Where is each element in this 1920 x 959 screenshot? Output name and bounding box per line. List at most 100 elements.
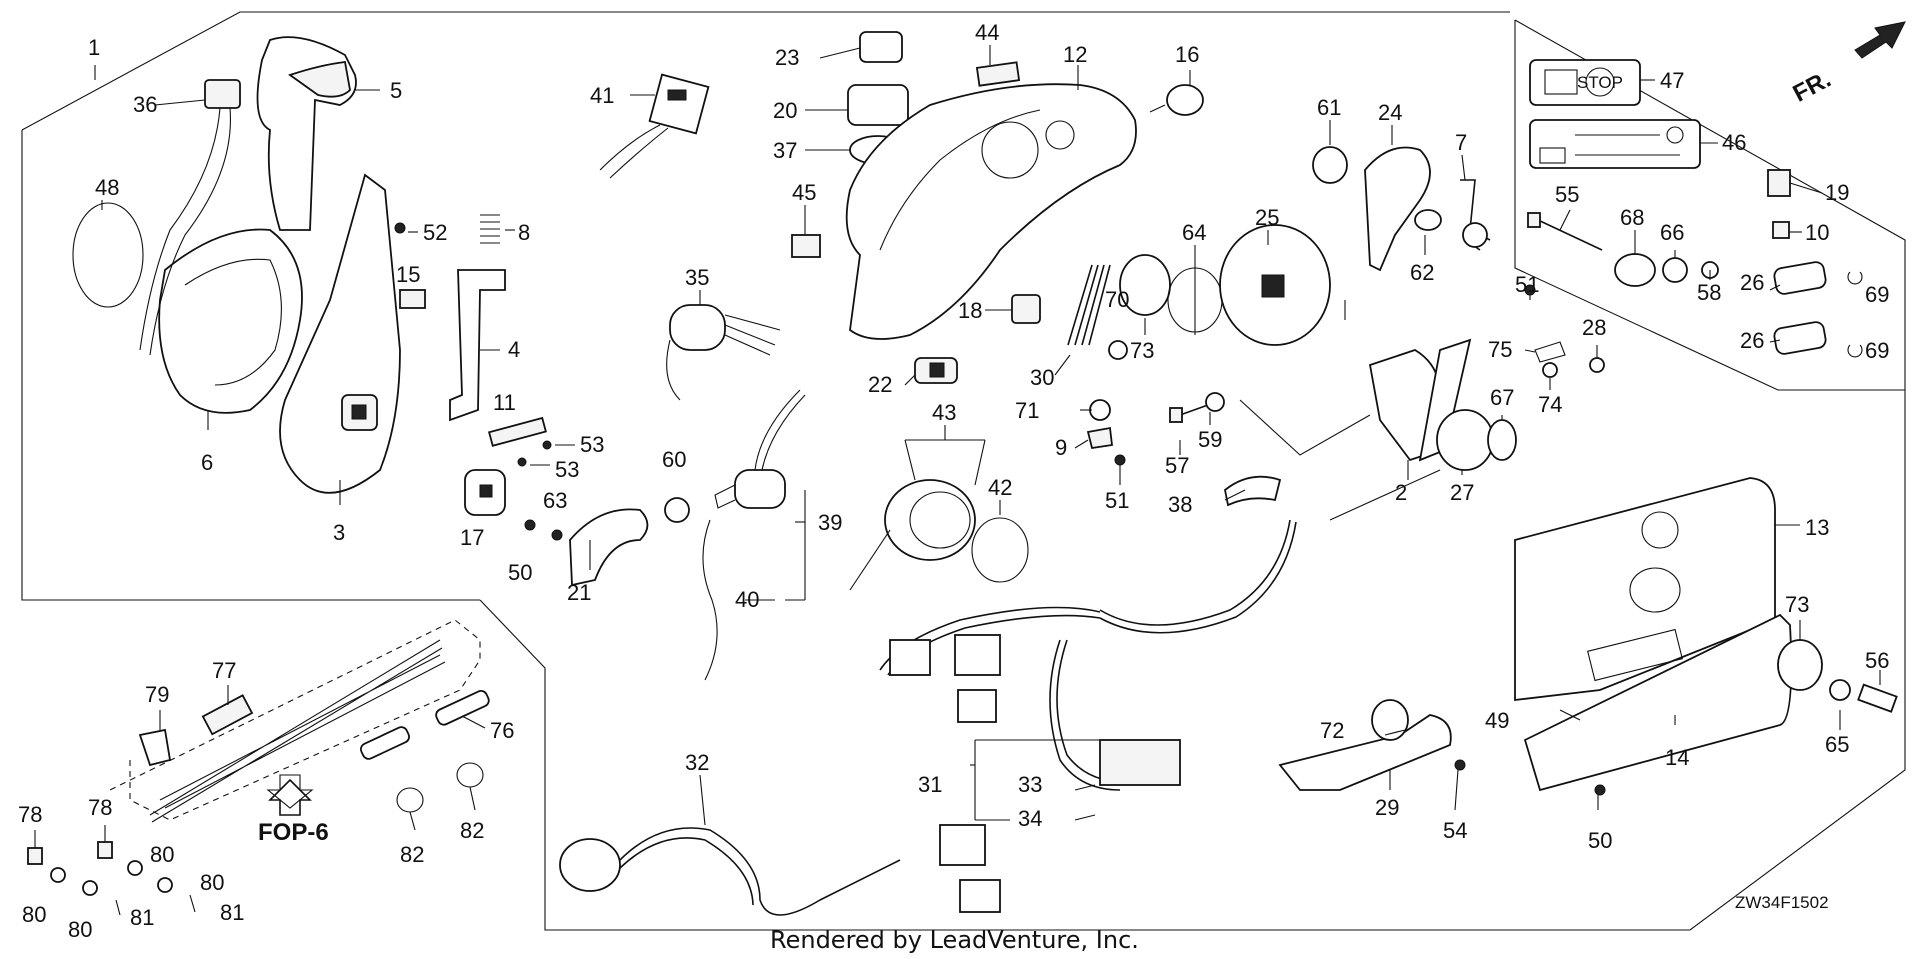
callout-80-b: 80: [68, 917, 92, 942]
throttle-arm: [1278, 699, 1606, 796]
callout-50-left: 50: [508, 560, 532, 585]
callout-10: 10: [1805, 220, 1829, 245]
callout-53-upper: 53: [580, 432, 604, 457]
callout-15: 15: [396, 262, 420, 287]
callout-51-center: 51: [1105, 488, 1129, 513]
grommet: [1149, 84, 1204, 116]
callout-78-right: 78: [88, 795, 112, 820]
callout-8: 8: [518, 220, 530, 245]
callout-78-left: 78: [18, 802, 42, 827]
callout-53-lower: 53: [555, 457, 579, 482]
callout-70: 70: [1105, 287, 1129, 312]
callout-69-lower: 69: [1865, 338, 1889, 363]
callout-26-lower: 26: [1740, 328, 1764, 353]
callout-12: 12: [1063, 42, 1087, 67]
callout-1: 1: [88, 35, 100, 60]
assembly-outline: [21, 11, 1906, 931]
callout-14: 14: [1665, 745, 1689, 770]
callout-46: 46: [1722, 130, 1746, 155]
callout-2: 2: [1395, 480, 1407, 505]
callout-68: 68: [1620, 205, 1644, 230]
callout-35: 35: [685, 265, 709, 290]
screws-left: [394, 222, 563, 541]
callout-67: 67: [1490, 385, 1514, 410]
control-lever: [256, 36, 357, 231]
callout-74: 74: [1538, 392, 1562, 417]
friction-parts: [1119, 224, 1331, 346]
hardware-right: [1527, 169, 1863, 358]
callout-51-right: 51: [1515, 272, 1539, 297]
callout-48: 48: [95, 175, 119, 200]
callout-18: 18: [958, 298, 982, 323]
callout-73-upper: 73: [1130, 338, 1154, 363]
callout-24: 24: [1378, 100, 1402, 125]
callout-77: 77: [212, 658, 236, 683]
callout-11: 11: [493, 390, 516, 415]
cam: [1436, 409, 1517, 471]
o-ring: [72, 202, 144, 308]
callout-29: 29: [1375, 795, 1399, 820]
extension-harness: [559, 824, 1001, 916]
callout-44: 44: [975, 20, 999, 45]
callout-25: 25: [1255, 205, 1279, 230]
cam-plate: [569, 508, 649, 587]
callout-80-d: 80: [200, 870, 224, 895]
callout-34: 34: [1018, 806, 1042, 831]
callout-3: 3: [333, 520, 345, 545]
plate: [488, 416, 547, 447]
callout-31: 31: [918, 772, 942, 797]
cover: [158, 228, 303, 414]
callout-27: 27: [1450, 480, 1474, 505]
hardware-mid-right: [1524, 284, 1605, 378]
decal-47: STOP: [1529, 59, 1641, 106]
callout-43: 43: [932, 400, 956, 425]
callout-22: 22: [868, 372, 892, 397]
shift-parts: [1312, 146, 1491, 272]
callout-81-b: 81: [220, 900, 244, 925]
reference-label: FOP-6: [258, 819, 329, 846]
callout-45: 45: [792, 180, 816, 205]
callout-69-upper: 69: [1865, 282, 1889, 307]
callout-54: 54: [1443, 818, 1467, 843]
callout-81-a: 81: [130, 905, 154, 930]
callout-76: 76: [490, 718, 514, 743]
callout-23: 23: [775, 45, 799, 70]
callout-38: 38: [1168, 492, 1192, 517]
callout-labels: 1 2 3 4 5 6 7 8 9 10 11 12 13 14 15 16 1…: [18, 20, 1889, 942]
bolt-57: [1169, 392, 1225, 423]
lever-arm: [279, 173, 401, 494]
fasteners-center: [1086, 340, 1128, 466]
callout-75: 75: [1488, 337, 1512, 362]
callout-26-upper: 26: [1740, 270, 1764, 295]
callout-72: 72: [1320, 718, 1344, 743]
decal-stop-text: STOP: [1577, 73, 1623, 92]
callout-41: 41: [590, 83, 614, 108]
callout-63: 63: [543, 488, 567, 513]
callout-62: 62: [1410, 260, 1434, 285]
meter: [849, 479, 1029, 591]
callout-4: 4: [508, 337, 520, 362]
callout-21: 21: [567, 580, 591, 605]
callout-79: 79: [145, 682, 169, 707]
callout-49: 49: [1485, 708, 1509, 733]
nut: [664, 497, 690, 523]
diagram-code: ZW34F1502: [1735, 893, 1829, 912]
callout-37: 37: [773, 138, 797, 163]
callout-5: 5: [390, 78, 402, 103]
stop-switch: [702, 389, 806, 681]
friction-ring-lower: [1777, 639, 1898, 713]
lower-panel: [1523, 613, 1793, 792]
direction-label: FR.: [1789, 66, 1836, 108]
callout-6: 6: [201, 450, 213, 475]
wire-harness: [879, 519, 1297, 791]
callout-39: 39: [818, 510, 842, 535]
cable-clip: [1224, 475, 1282, 507]
callout-55: 55: [1555, 182, 1579, 207]
small-switch-parts: [914, 264, 1111, 384]
callout-65: 65: [1825, 732, 1849, 757]
callout-16: 16: [1175, 42, 1199, 67]
callout-52: 52: [423, 220, 447, 245]
callout-71: 71: [1015, 398, 1039, 423]
control-cables: [138, 639, 490, 823]
callout-82-right: 82: [460, 818, 484, 843]
